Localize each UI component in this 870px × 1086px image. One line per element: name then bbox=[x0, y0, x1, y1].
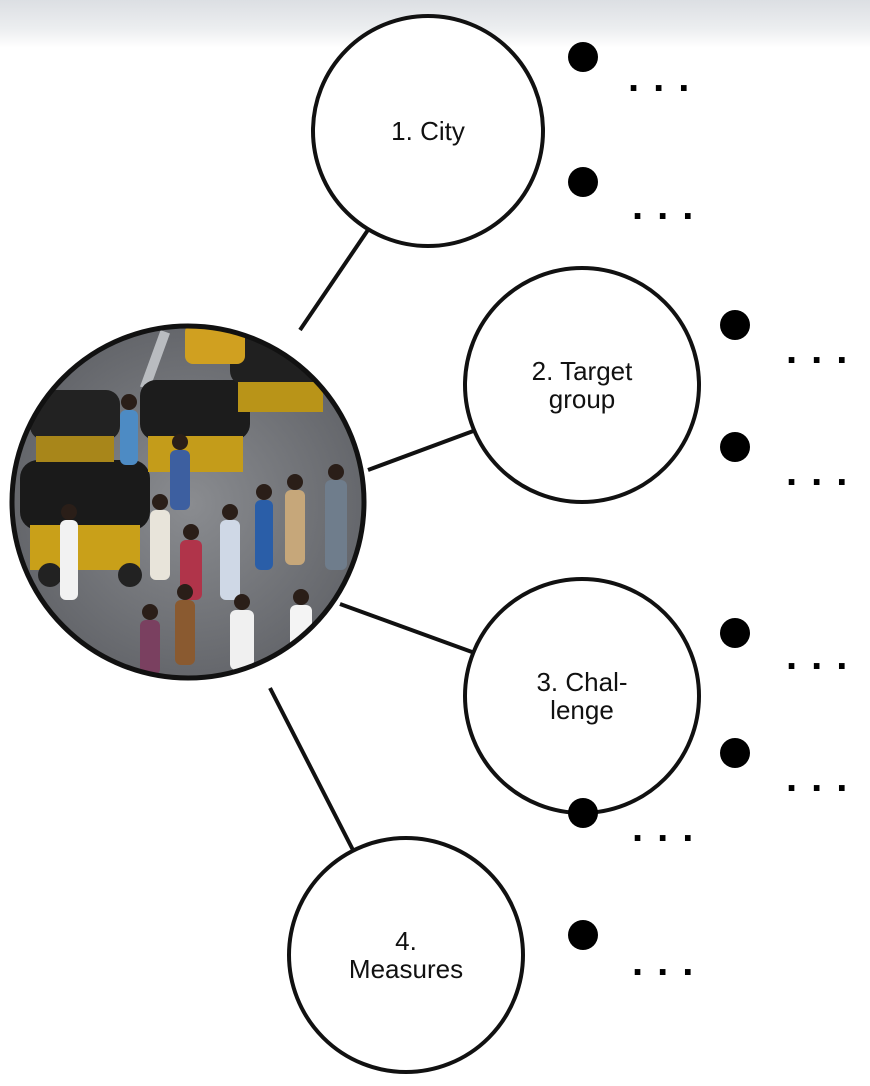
rickshaw-shape bbox=[20, 460, 150, 587]
bullet-marker bbox=[720, 618, 750, 648]
bullet-text: ... bbox=[632, 184, 708, 228]
connector-city bbox=[298, 222, 374, 332]
bullet-marker bbox=[568, 920, 598, 950]
connector-challenge bbox=[339, 602, 473, 654]
bullet-marker bbox=[568, 798, 598, 828]
node-circle-target-group[interactable] bbox=[463, 266, 701, 504]
node-circle-measures[interactable] bbox=[287, 836, 525, 1074]
rickshaw-shape bbox=[30, 390, 120, 462]
bullet-text: ... bbox=[786, 756, 862, 800]
bullet-marker bbox=[720, 310, 750, 340]
bullet-text: ... bbox=[632, 940, 708, 984]
bullet-text: ... bbox=[628, 56, 704, 100]
photo-frame bbox=[9, 323, 367, 681]
pedestrian-shapes bbox=[60, 410, 347, 675]
node-label-challenge: 3. Chal- lenge bbox=[536, 667, 628, 725]
node-label-measures: 4. Measures bbox=[348, 926, 464, 984]
node-label-target-group: 2. Target group bbox=[531, 356, 633, 414]
bullet-marker bbox=[568, 42, 598, 72]
bullet-marker bbox=[720, 738, 750, 768]
bullet-text: ... bbox=[786, 634, 862, 678]
connector-target-group bbox=[367, 428, 477, 472]
node-label-city: 1. City bbox=[391, 116, 465, 146]
bullet-text: ... bbox=[786, 450, 862, 494]
connector-measures bbox=[268, 687, 356, 853]
bullet-text: ... bbox=[632, 806, 708, 850]
node-circle-city[interactable] bbox=[311, 14, 545, 248]
rickshaw-shape bbox=[140, 380, 250, 472]
bullet-text: ... bbox=[786, 328, 862, 372]
bullet-marker bbox=[568, 167, 598, 197]
bullet-marker bbox=[720, 432, 750, 462]
